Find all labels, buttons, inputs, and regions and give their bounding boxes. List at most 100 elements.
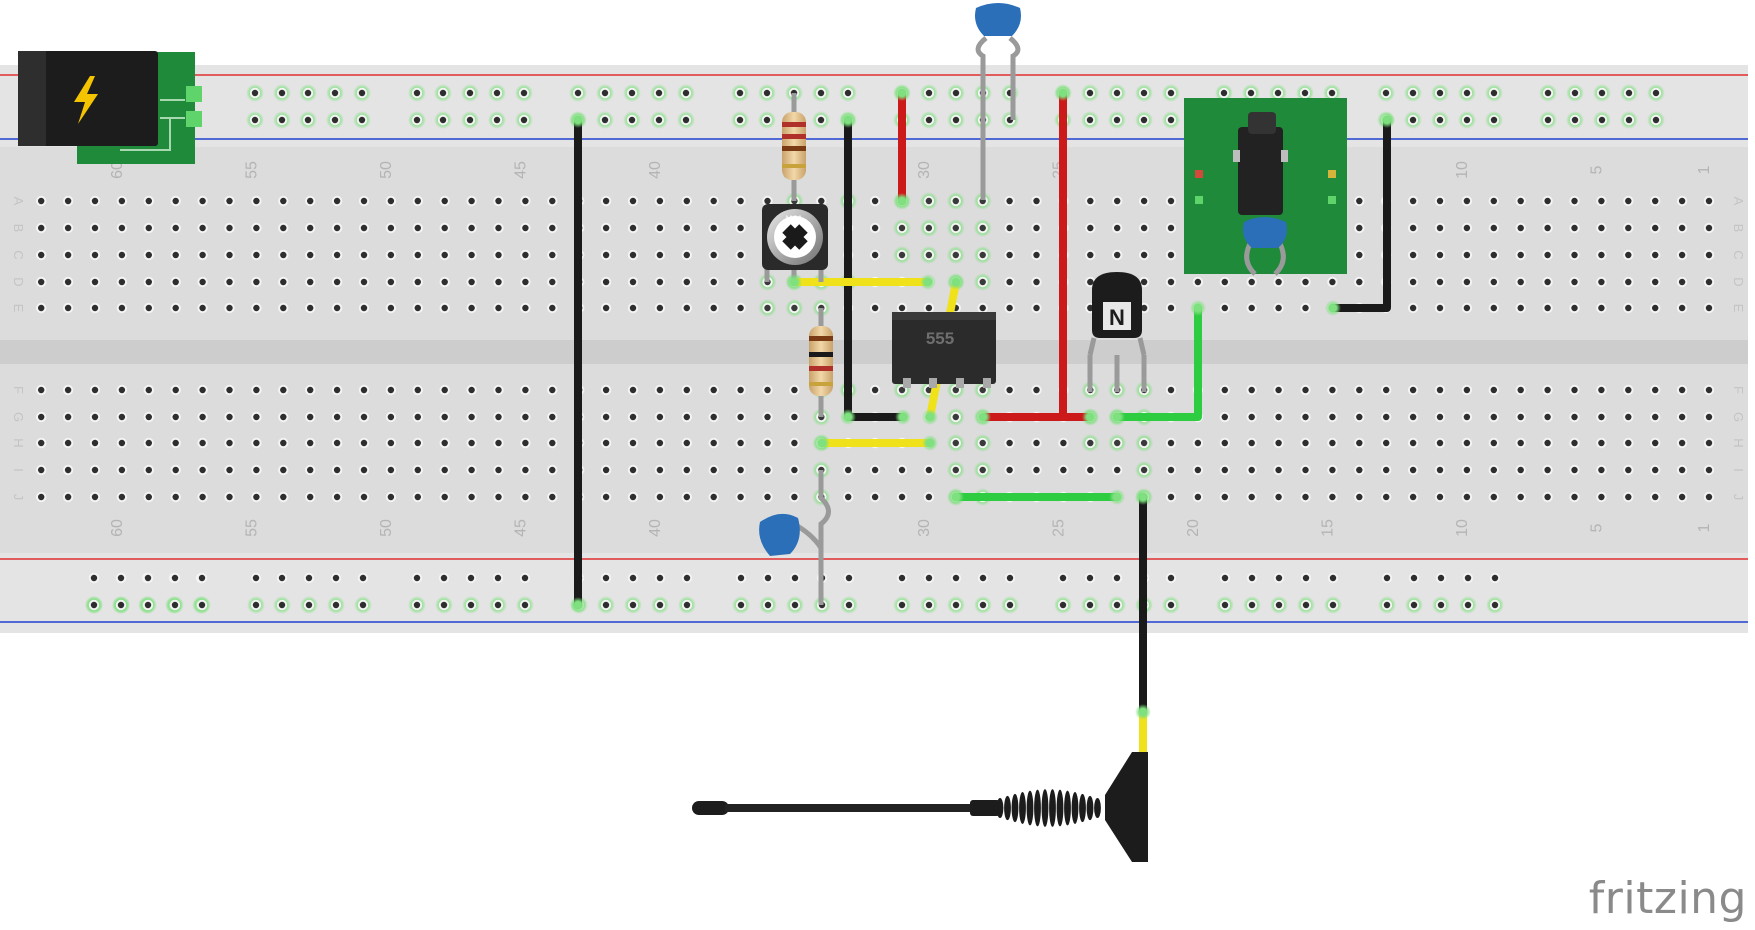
breadboard-hole[interactable] bbox=[654, 437, 666, 449]
breadboard-hole[interactable] bbox=[1300, 437, 1311, 449]
breadboard-hole[interactable] bbox=[762, 491, 773, 503]
rail-hole[interactable] bbox=[1001, 596, 1019, 614]
breadboard-hole[interactable] bbox=[1273, 464, 1284, 476]
breadboard-hole[interactable] bbox=[439, 276, 450, 288]
breadboard-hole[interactable] bbox=[977, 302, 988, 314]
breadboard-hole[interactable] bbox=[654, 491, 666, 503]
breadboard-hole[interactable] bbox=[1461, 491, 1473, 503]
rail-hole[interactable] bbox=[250, 572, 262, 584]
breadboard-hole[interactable] bbox=[1434, 302, 1446, 314]
breadboard-hole[interactable] bbox=[493, 384, 504, 396]
breadboard-hole[interactable] bbox=[1542, 437, 1553, 449]
rail-hole[interactable] bbox=[812, 84, 830, 102]
breadboard-hole[interactable] bbox=[1569, 195, 1580, 207]
breadboard-hole[interactable] bbox=[547, 384, 558, 396]
breadboard-hole[interactable] bbox=[251, 222, 262, 234]
breadboard-hole[interactable] bbox=[1112, 195, 1123, 207]
rail-hole[interactable] bbox=[947, 84, 965, 102]
breadboard-hole[interactable] bbox=[708, 195, 719, 207]
rail-hole[interactable] bbox=[1270, 596, 1288, 614]
breadboard-hole[interactable] bbox=[1623, 222, 1634, 234]
wire-endpoint[interactable] bbox=[948, 489, 964, 505]
rail-hole[interactable] bbox=[1004, 572, 1016, 584]
breadboard-hole[interactable] bbox=[843, 491, 854, 503]
rail-hole[interactable] bbox=[786, 596, 804, 614]
rail-hole[interactable] bbox=[408, 111, 426, 129]
wire-endpoint[interactable] bbox=[1135, 489, 1151, 505]
breadboard-hole[interactable] bbox=[1542, 195, 1553, 207]
breadboard-hole[interactable] bbox=[1596, 222, 1607, 234]
breadboard-hole[interactable] bbox=[1407, 249, 1419, 261]
breadboard-hole[interactable] bbox=[1085, 464, 1096, 476]
breadboard-hole[interactable] bbox=[600, 222, 612, 234]
rail-hole[interactable] bbox=[1057, 572, 1069, 584]
breadboard-hole[interactable] bbox=[1515, 195, 1526, 207]
wire-endpoint[interactable] bbox=[920, 274, 936, 290]
breadboard-hole[interactable] bbox=[439, 302, 450, 314]
breadboard-hole[interactable] bbox=[1112, 464, 1123, 476]
breadboard-hole[interactable] bbox=[869, 464, 881, 476]
breadboard-hole[interactable] bbox=[869, 222, 881, 234]
breadboard-hole[interactable] bbox=[1381, 491, 1392, 503]
breadboard-hole[interactable] bbox=[1300, 384, 1311, 396]
breadboard-hole[interactable] bbox=[654, 195, 666, 207]
breadboard-hole[interactable] bbox=[385, 464, 397, 476]
rail-hole[interactable] bbox=[246, 111, 264, 129]
breadboard-hole[interactable] bbox=[1623, 276, 1634, 288]
breadboard-hole[interactable] bbox=[36, 491, 47, 503]
rail-hole[interactable] bbox=[1377, 84, 1395, 102]
rail-hole[interactable] bbox=[1566, 84, 1584, 102]
breadboard-hole[interactable] bbox=[251, 464, 262, 476]
breadboard-hole[interactable] bbox=[251, 249, 262, 261]
breadboard-hole[interactable] bbox=[1676, 491, 1688, 503]
breadboard-hole[interactable] bbox=[919, 192, 938, 210]
breadboard-hole[interactable] bbox=[1596, 249, 1607, 261]
breadboard-hole[interactable] bbox=[251, 302, 262, 314]
breadboard-hole[interactable] bbox=[1219, 384, 1231, 396]
rail-hole[interactable] bbox=[1539, 84, 1557, 102]
breadboard-hole[interactable] bbox=[224, 411, 235, 423]
breadboard-hole[interactable] bbox=[1542, 249, 1553, 261]
breadboard-hole[interactable] bbox=[762, 195, 773, 207]
breadboard-hole[interactable] bbox=[1461, 464, 1473, 476]
breadboard-hole[interactable] bbox=[89, 464, 101, 476]
breadboard-hole[interactable] bbox=[466, 276, 477, 288]
breadboard-hole[interactable] bbox=[466, 437, 477, 449]
breadboard-hole[interactable] bbox=[197, 464, 208, 476]
rail-hole[interactable] bbox=[1084, 572, 1096, 584]
rail-hole[interactable] bbox=[273, 84, 291, 102]
rail-hole[interactable] bbox=[193, 596, 211, 614]
breadboard-hole[interactable] bbox=[224, 195, 235, 207]
breadboard-hole[interactable] bbox=[89, 222, 101, 234]
breadboard-hole[interactable] bbox=[654, 249, 666, 261]
breadboard-hole[interactable] bbox=[143, 195, 154, 207]
wire-endpoint[interactable] bbox=[570, 597, 586, 613]
rail-hole[interactable] bbox=[462, 596, 480, 614]
rail-hole[interactable] bbox=[1593, 84, 1611, 102]
breadboard-hole[interactable] bbox=[1461, 276, 1473, 288]
rail-hole[interactable] bbox=[1081, 84, 1099, 102]
breadboard-hole[interactable] bbox=[1138, 249, 1150, 261]
breadboard-hole[interactable] bbox=[1031, 437, 1042, 449]
breadboard-hole[interactable] bbox=[1488, 276, 1500, 288]
rail-hole[interactable] bbox=[1001, 84, 1019, 102]
breadboard-hole[interactable] bbox=[36, 222, 47, 234]
breadboard-hole[interactable] bbox=[1623, 411, 1634, 423]
rail-hole[interactable] bbox=[1054, 596, 1072, 614]
breadboard-hole[interactable] bbox=[1515, 491, 1526, 503]
breadboard-hole[interactable] bbox=[1542, 222, 1553, 234]
breadboard-hole[interactable] bbox=[547, 249, 558, 261]
rail-hole[interactable] bbox=[732, 596, 750, 614]
breadboard-hole[interactable] bbox=[385, 411, 397, 423]
breadboard-hole[interactable] bbox=[170, 437, 181, 449]
breadboard-hole[interactable] bbox=[681, 276, 692, 288]
breadboard-hole[interactable] bbox=[762, 384, 773, 396]
breadboard-hole[interactable] bbox=[62, 384, 74, 396]
breadboard-hole[interactable] bbox=[1569, 491, 1580, 503]
rail-hole[interactable] bbox=[893, 596, 911, 614]
breadboard-hole[interactable] bbox=[197, 384, 208, 396]
wire-endpoint[interactable] bbox=[1109, 489, 1125, 505]
rail-hole[interactable] bbox=[731, 84, 749, 102]
breadboard-hole[interactable] bbox=[89, 411, 101, 423]
rail-hole[interactable] bbox=[627, 572, 639, 584]
